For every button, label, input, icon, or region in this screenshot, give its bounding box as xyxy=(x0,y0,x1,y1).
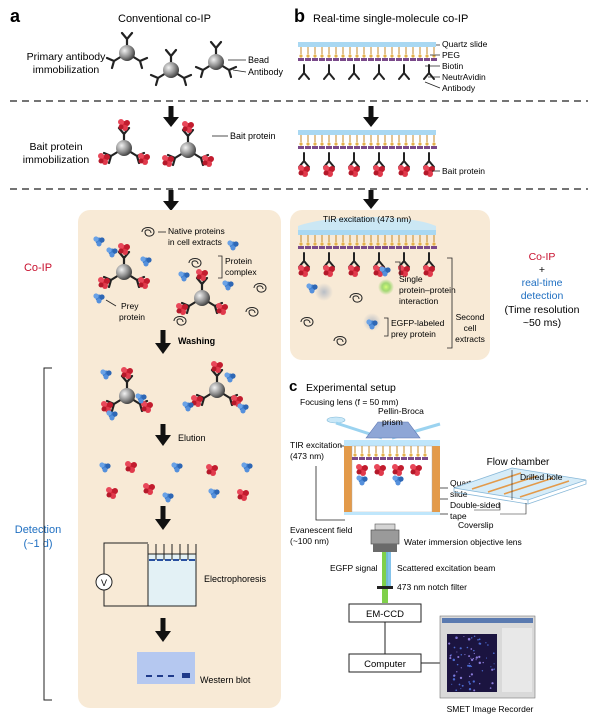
label-biotin: Biotin xyxy=(442,61,464,71)
label-prey-line1: Prey xyxy=(121,301,139,311)
voltage-symbol: V xyxy=(101,578,107,588)
label-peg: PEG xyxy=(442,50,460,60)
label-native-line2: in cell extracts xyxy=(168,237,222,247)
western-blot-membrane xyxy=(137,652,195,684)
label-scattered: Scattered excitation beam xyxy=(397,563,495,573)
step-bait-line2: immobilization xyxy=(23,154,90,166)
panel-a-title: Conventional co-IP xyxy=(118,13,211,25)
label-tir-c-line1: TIR excitation xyxy=(290,440,342,450)
label-computer: Computer xyxy=(364,659,406,670)
label-pellin-line2: prism xyxy=(382,417,403,427)
focusing-lens-icon xyxy=(326,416,346,424)
notch-filter-icon xyxy=(377,586,393,589)
label-single-line2: protein–protein xyxy=(399,285,456,295)
label-focusing-lens: Focusing lens (f = 50 mm) xyxy=(300,397,399,407)
speckles xyxy=(448,635,495,692)
step-coip: Co-IP xyxy=(24,262,52,274)
label-single-line3: interaction xyxy=(399,296,438,306)
label-electrophoresis: Electrophoresis xyxy=(204,574,267,584)
label-native-line1: Native proteins xyxy=(168,226,225,236)
label-single-line1: Single xyxy=(399,274,423,284)
label-tir-c-line2: (473 nm) xyxy=(290,451,324,461)
scattered-beam xyxy=(386,552,391,586)
arrow-down-icon xyxy=(163,117,179,127)
label-quartz-c-line1: Quartz xyxy=(450,478,476,488)
surface-bait xyxy=(298,130,436,135)
label-evanescent-line2: (~100 nm) xyxy=(290,536,329,546)
egfp-beam xyxy=(382,552,388,586)
label-egfp-line2: prey protein xyxy=(391,329,436,339)
detection-bracket xyxy=(43,367,52,701)
objective-lens-icon xyxy=(370,523,400,552)
label-egfp-signal: EGFP signal xyxy=(330,563,378,573)
arrow-down-icon xyxy=(155,343,171,354)
label-tape-line2: tape xyxy=(450,511,467,521)
panel-a-box xyxy=(78,210,281,708)
arrow-down-icon xyxy=(163,201,179,211)
surface-units xyxy=(297,46,438,277)
arrow-down-icon xyxy=(363,199,379,209)
label-washing: Washing xyxy=(178,336,215,346)
bead-antibody-group xyxy=(105,31,238,87)
step-primary-line2: immobilization xyxy=(33,64,100,76)
step-bait-line1: Bait protein xyxy=(29,141,82,153)
panel-c-title: Experimental setup xyxy=(306,382,396,394)
label-flow-chamber: Flow chamber xyxy=(487,457,550,468)
step-detection-line1: Detection xyxy=(15,524,61,536)
label-second-line1: Second xyxy=(456,312,485,322)
step-detection-line2: (~1 d) xyxy=(23,538,52,550)
label-complex-line2: complex xyxy=(225,267,257,277)
note-realtime-line2: detection xyxy=(521,290,564,302)
label-quartz: Quartz slide xyxy=(442,39,488,49)
note-resolution-line1: (Time resolution xyxy=(505,304,580,316)
electrophoresis-setup xyxy=(95,542,197,607)
coip-b-contents xyxy=(300,266,394,346)
arrow-down-icon xyxy=(363,117,379,127)
label-bait-protein-b: Bait protein xyxy=(442,166,485,176)
label-tir-excitation: TIR excitation (473 nm) xyxy=(323,214,412,224)
panel-b-letter: b xyxy=(294,6,305,26)
arrow-down-icon xyxy=(155,519,171,530)
label-neutravidin: NeutrAvidin xyxy=(442,72,486,82)
label-western-blot: Western blot xyxy=(200,675,251,685)
label-antibody-b: Antibody xyxy=(442,83,476,93)
label-second-line3: extracts xyxy=(455,334,485,344)
label-tape-line1: Double-sided xyxy=(450,500,500,510)
note-coip: Co-IP xyxy=(529,251,556,263)
label-notch-filter: 473 nm notch filter xyxy=(397,582,467,592)
label-complex-line1: Protein xyxy=(225,256,252,266)
note-resolution-line2: ~50 ms) xyxy=(523,317,561,329)
arrow-down-icon xyxy=(155,435,171,446)
label-egfp-line1: EGFP-labeled xyxy=(391,318,445,328)
note-plus: + xyxy=(539,264,545,276)
label-smet: SMET Image Recorder xyxy=(447,704,534,714)
label-second-line2: cell xyxy=(464,323,477,333)
label-antibody: Antibody xyxy=(248,67,284,77)
smet-screenshot xyxy=(439,615,536,699)
label-quartz-c-line2: slide xyxy=(450,489,468,499)
tir-glow xyxy=(298,217,436,230)
label-objective: Water immersion objective lens xyxy=(404,537,522,547)
step-primary-line1: Primary antibody xyxy=(27,51,107,63)
label-drilled-hole: Drilled hole xyxy=(520,472,563,482)
label-pellin-line1: Pellin-Broca xyxy=(378,406,424,416)
panel-c-letter: c xyxy=(289,378,297,395)
surface-primary xyxy=(298,42,436,47)
bead-bait-group xyxy=(98,119,214,167)
note-realtime-line1: real-time xyxy=(522,277,563,289)
label-elution: Elution xyxy=(178,433,206,443)
label-emccd: EM-CCD xyxy=(366,609,404,620)
arrow-down-icon xyxy=(155,631,171,642)
label-bead: Bead xyxy=(248,55,269,65)
label-bait-protein-a: Bait protein xyxy=(230,131,276,141)
surface-coip xyxy=(298,230,436,235)
label-prey-line2: protein xyxy=(119,312,145,322)
prism-icon xyxy=(365,421,421,439)
label-evanescent-line1: Evanescent field xyxy=(290,525,353,535)
panel-a-letter: a xyxy=(10,6,21,26)
panel-b-title: Real-time single-molecule co-IP xyxy=(313,13,468,25)
label-coverslip: Coverslip xyxy=(458,520,494,530)
